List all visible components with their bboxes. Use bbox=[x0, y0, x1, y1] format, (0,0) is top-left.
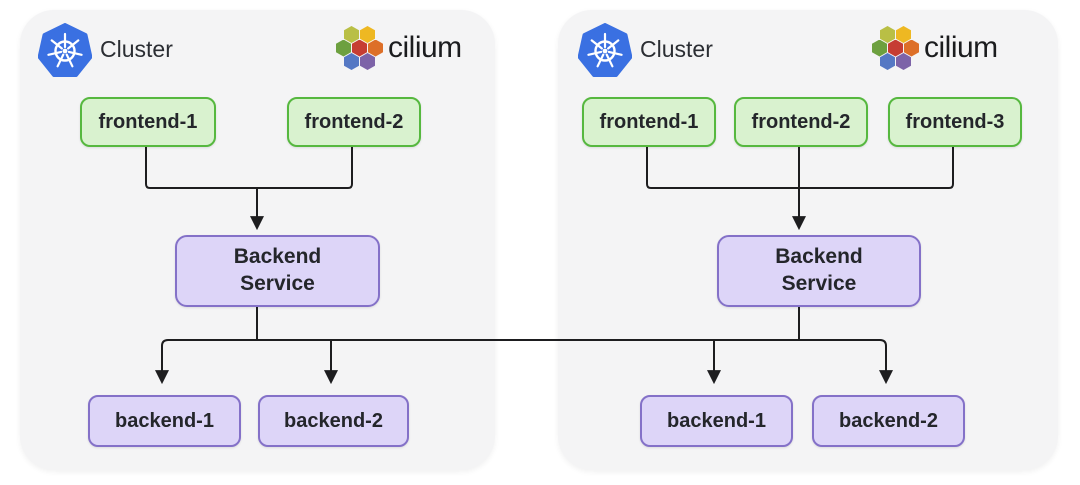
cilium-logo: cilium bbox=[336, 26, 462, 70]
node-backend-2: backend-2 bbox=[258, 395, 409, 447]
node-backend-1: backend-1 bbox=[88, 395, 241, 447]
cilium-wordmark: cilium bbox=[388, 31, 462, 64]
cilium-wordmark: cilium bbox=[924, 31, 998, 64]
node-frontend-2: frontend-2 bbox=[734, 97, 868, 147]
node-backend-service: Backend Service bbox=[717, 235, 921, 307]
cilium-icon bbox=[336, 26, 383, 70]
kubernetes-icon bbox=[577, 23, 633, 77]
node-frontend-2: frontend-2 bbox=[287, 97, 421, 147]
node-backend-1: backend-1 bbox=[640, 395, 793, 447]
cilium-icon bbox=[872, 26, 919, 70]
node-frontend-1: frontend-1 bbox=[80, 97, 216, 147]
node-backend-service: Backend Service bbox=[175, 235, 380, 307]
cluster-title: Cluster bbox=[100, 36, 173, 62]
node-frontend-3: frontend-3 bbox=[888, 97, 1022, 147]
kubernetes-icon bbox=[37, 23, 93, 77]
node-frontend-1: frontend-1 bbox=[582, 97, 716, 147]
cilium-logo: cilium bbox=[872, 26, 998, 70]
cluster-title: Cluster bbox=[640, 36, 713, 62]
node-backend-2: backend-2 bbox=[812, 395, 965, 447]
